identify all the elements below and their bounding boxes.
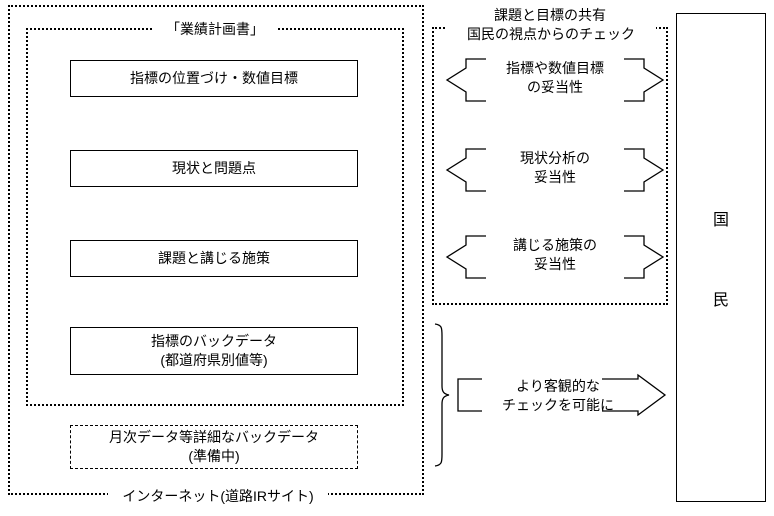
public-citizens-char-2: 民 bbox=[712, 292, 729, 309]
shared-check-heading-line2: 国民の視点からのチェック bbox=[446, 25, 656, 45]
double-arrow-3-caption: 講じる施策の 妥当性 bbox=[500, 236, 610, 274]
plan-box-backdata[interactable]: 指標のバックデータ (都道府県別値等) bbox=[70, 327, 358, 375]
single-arrow-line2: チェックを可能に bbox=[502, 396, 614, 413]
plan-box-backdata-label-line1: 指標のバックデータ bbox=[151, 333, 277, 350]
double-arrow-1-line2: の妥当性 bbox=[527, 78, 583, 95]
plan-box-measures-label: 課題と講じる施策 bbox=[158, 250, 270, 267]
shared-check-heading-line1: 課題と目標の共有 bbox=[470, 6, 630, 25]
plan-box-indicators[interactable]: 指標の位置づけ・数値目標 bbox=[70, 60, 358, 97]
internet-label: インターネット(道路IRサイト) bbox=[108, 486, 328, 505]
plan-box-indicators-label: 指標の位置づけ・数値目標 bbox=[130, 70, 298, 87]
pending-backdata-label-line1: 月次データ等詳細なバックデータ bbox=[109, 429, 319, 446]
plan-box-current-issues-label: 現状と問題点 bbox=[172, 160, 256, 177]
single-arrow-caption: より客観的な チェックを可能に bbox=[493, 377, 623, 415]
double-arrow-2-line2: 妥当性 bbox=[534, 168, 576, 185]
single-arrow-line1: より客観的な bbox=[516, 378, 600, 394]
double-arrow-1-caption: 指標や数値目標 の妥当性 bbox=[495, 59, 615, 97]
performance-plan-title: 「業績計画書」 bbox=[152, 19, 278, 38]
pending-backdata-box[interactable]: 月次データ等詳細なバックデータ (準備中) bbox=[70, 425, 358, 469]
single-arrow-objective-check bbox=[457, 373, 667, 417]
double-arrow-1-line1: 指標や数値目標 bbox=[506, 60, 604, 76]
plan-box-backdata-label-line2: (都道府県別値等) bbox=[160, 352, 268, 368]
pending-backdata-label-line2: (準備中) bbox=[188, 448, 240, 464]
double-arrow-3 bbox=[445, 235, 665, 279]
double-arrow-2-line1: 現状分析の bbox=[520, 150, 590, 166]
double-arrow-3-line2: 妥当性 bbox=[534, 255, 576, 272]
plan-box-measures[interactable]: 課題と講じる施策 bbox=[70, 240, 358, 277]
plan-box-current-issues[interactable]: 現状と問題点 bbox=[70, 150, 358, 187]
public-citizens-char-1: 国 bbox=[712, 212, 729, 229]
double-arrow-2-caption: 現状分析の 妥当性 bbox=[495, 149, 615, 187]
double-arrow-1 bbox=[445, 58, 665, 102]
grouping-brace bbox=[434, 323, 450, 467]
double-arrow-3-line1: 講じる施策の bbox=[513, 237, 597, 253]
double-arrow-2 bbox=[445, 148, 665, 192]
public-citizens-box[interactable]: 国 民 bbox=[676, 13, 766, 502]
